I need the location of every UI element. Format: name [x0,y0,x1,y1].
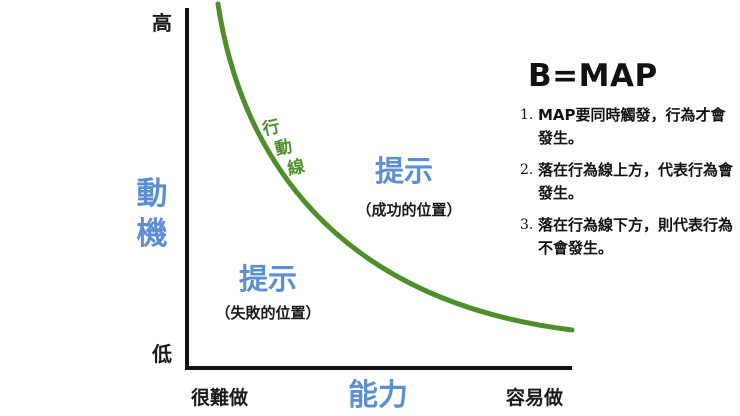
failure-region-note: （失敗的位置） [215,304,320,322]
x-axis-right-label: 容易做 [506,386,563,409]
y-axis-high-label: 高 [152,11,172,35]
rule-number: 3. [520,217,534,233]
success-region-note: （成功的位置） [356,201,461,219]
rule-number: 2. [520,162,534,178]
x-axis-title: 能力 [348,378,408,413]
x-axis-left-label: 很難做 [191,386,248,409]
action-line-label-3: 線 [286,156,307,180]
rule-item: 3. 落在行為線下方，則代表行為不會發生。 [520,214,735,260]
rule-number: 1. [520,107,534,123]
y-axis-low-label: 低 [151,342,172,366]
rule-text: MAP要同時觸發，行為才會發生。 [538,106,726,147]
action-line-label-2: 動 [273,136,294,160]
rule-text: 落在行為線下方，則代表行為不會發生。 [538,216,734,257]
formula-heading: B=MAP [528,58,658,94]
rule-text: 落在行為線上方，代表行為會發生。 [538,161,734,202]
rule-item: 1. MAP要同時觸發，行為才會發生。 [520,104,735,150]
y-axis-title-char-1: 動 [137,176,168,212]
action-line-curve [215,1,575,333]
failure-region-title: 提示 [239,262,297,296]
success-region-title: 提示 [375,154,433,188]
action-line-label-1: 行 [260,116,282,140]
y-axis-title-char-2: 機 [137,216,168,252]
rules-list: 1. MAP要同時觸發，行為才會發生。 2. 落在行為線上方，代表行為會發生。 … [520,104,735,269]
rule-item: 2. 落在行為線上方，代表行為會發生。 [520,159,735,205]
